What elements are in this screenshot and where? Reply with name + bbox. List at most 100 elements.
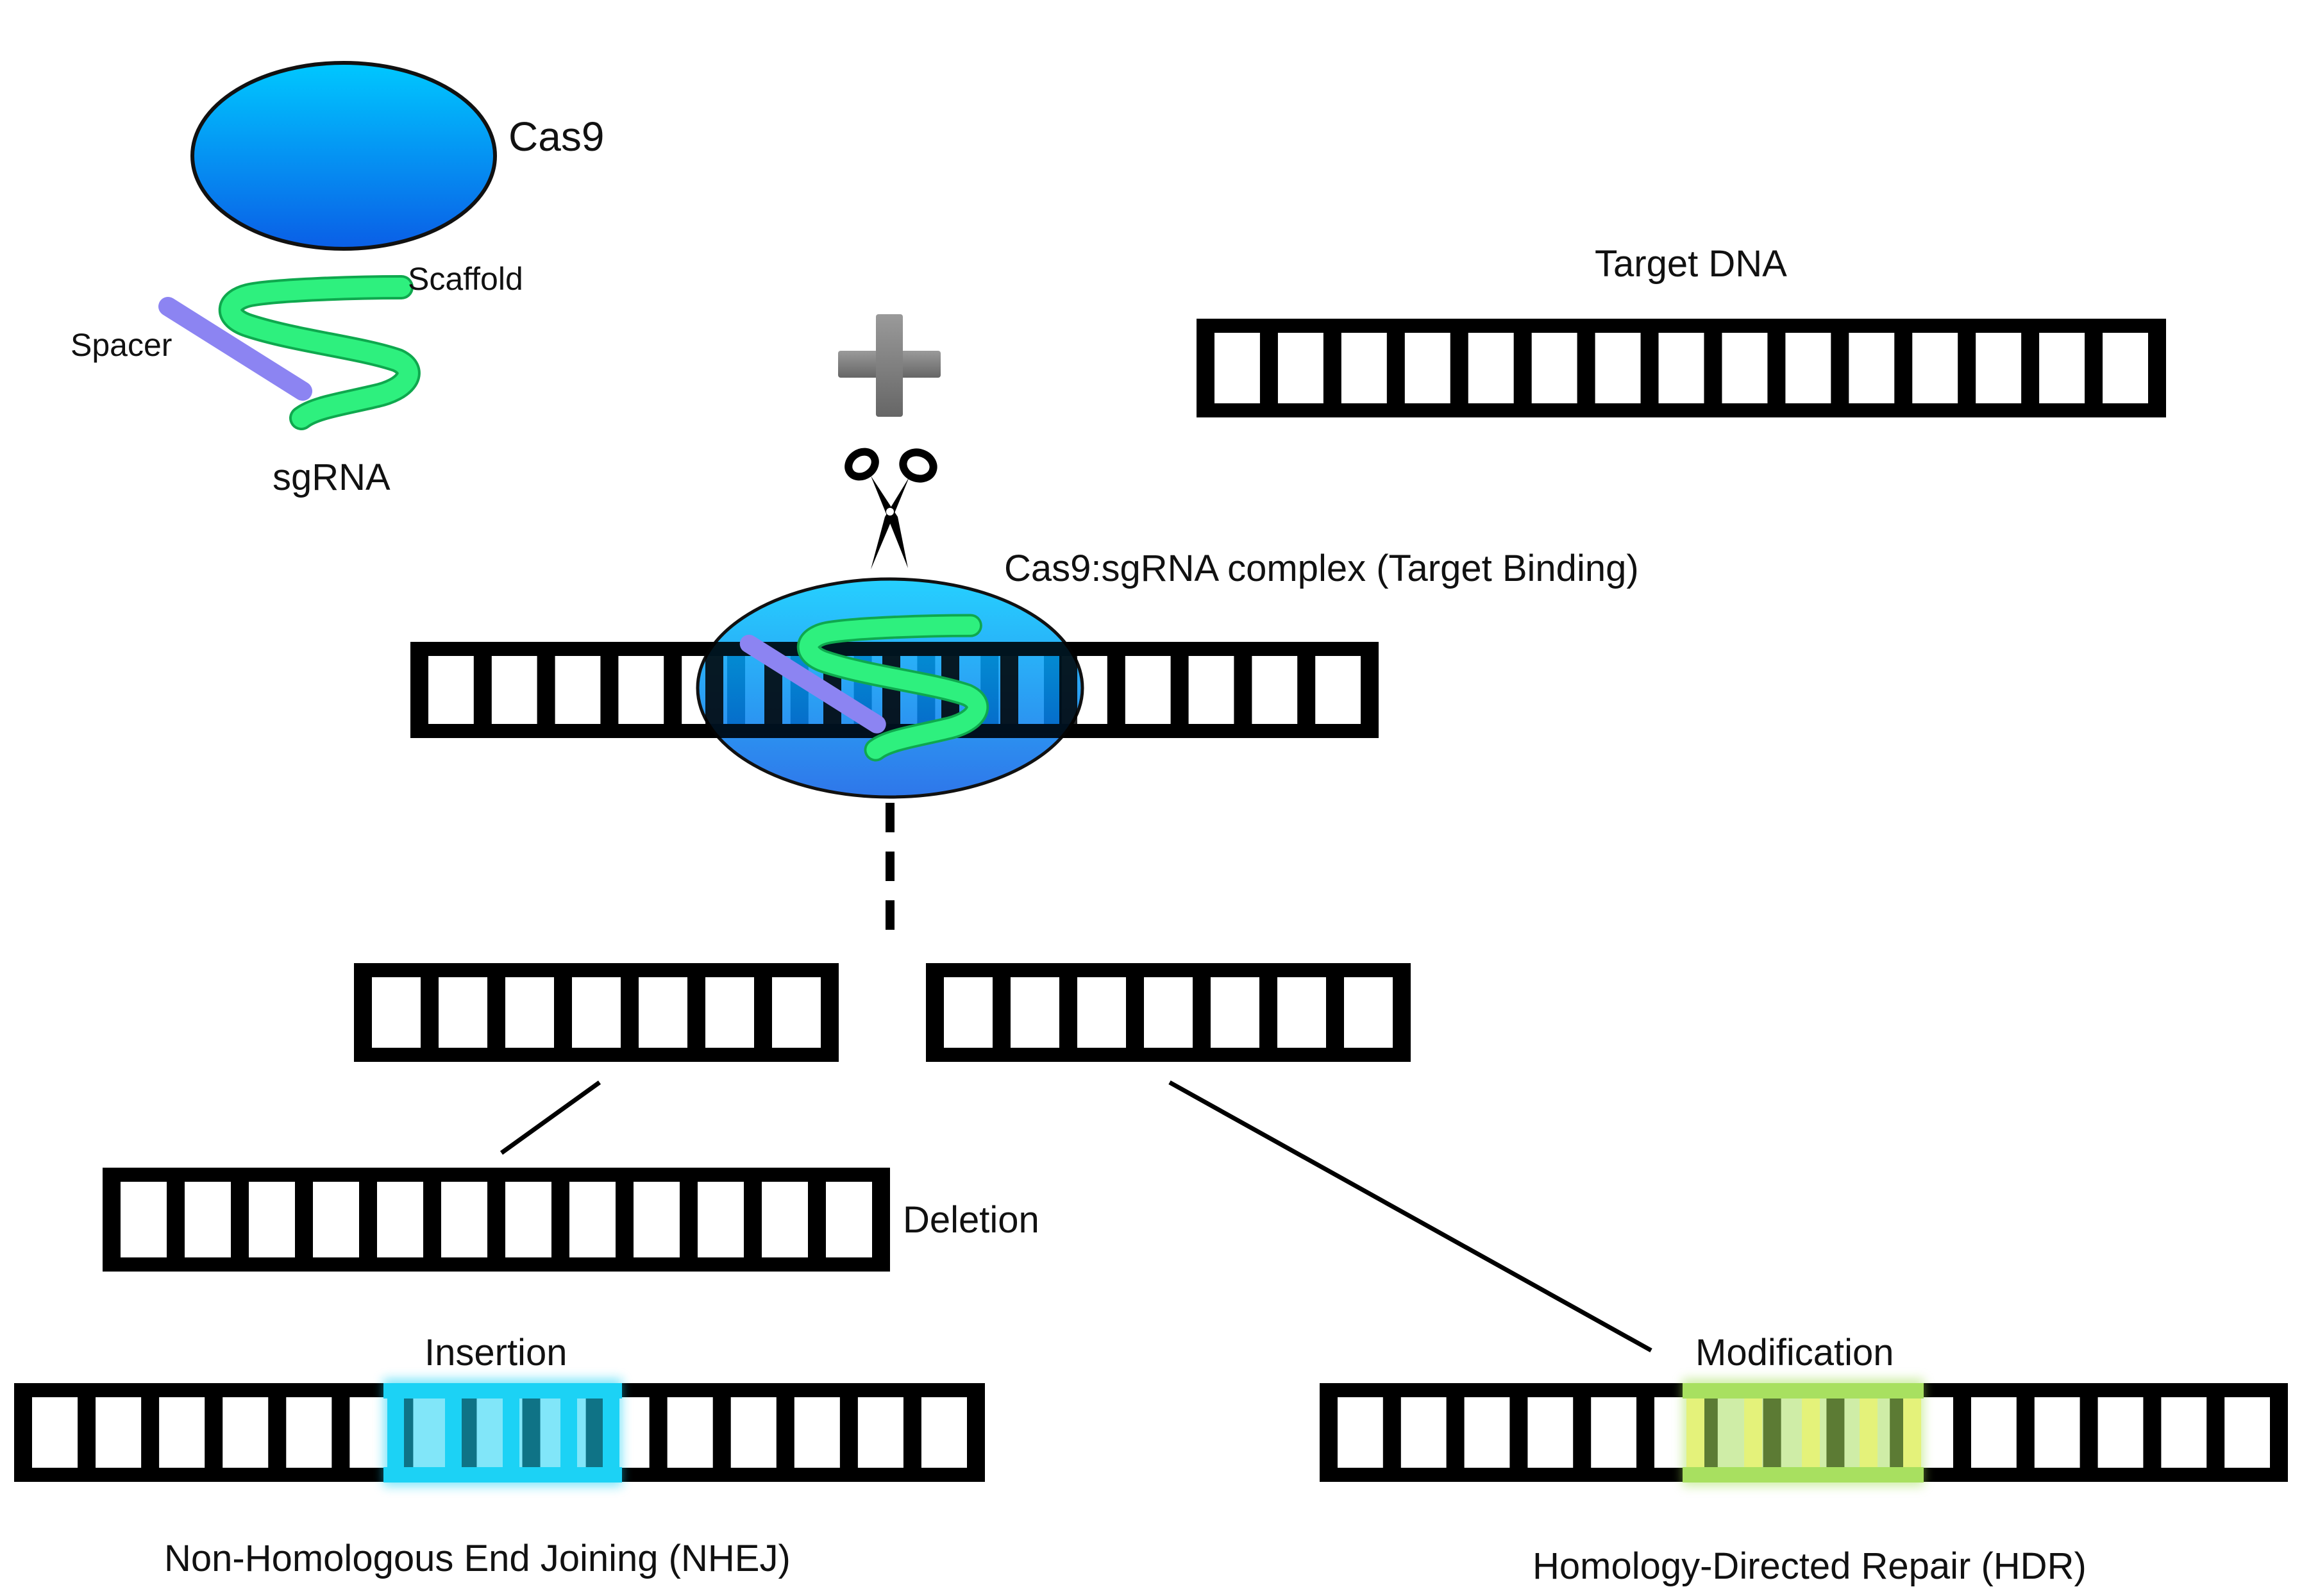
cas9-label: Cas9 [508,113,605,160]
modification-rail-bottom [1683,1467,1924,1483]
modification-rung [1686,1399,1704,1467]
dna-rung [926,970,944,1055]
deletion-label: Deletion [903,1199,1039,1241]
insertion-rail-top [383,1383,622,1399]
dna-rung [1320,1390,1338,1475]
dna-rung [2079,1390,2098,1475]
cas9-protein [190,61,497,251]
dna-rail-bottom [1197,403,2166,417]
scissors-pivot [886,508,894,516]
dna-rung [2143,1390,2162,1475]
dna-rail-bottom [354,1048,839,1062]
dna-rung [754,970,772,1055]
dna-rail-top [1197,319,2166,333]
dna-rung [141,1390,160,1475]
dna-rung [1059,970,1077,1055]
dna-rung [1107,649,1125,731]
sgrna-shape [739,614,989,762]
insertion-rung [560,1399,577,1467]
dna-rung [1259,326,1278,410]
dna-rung [2148,326,2166,410]
modification-rung [1802,1399,1820,1467]
insertion-rung [603,1399,619,1467]
target-dna-strand [1197,319,2166,417]
dna-rung [1767,326,1786,410]
dna-rung [903,1390,921,1475]
dna-rung [1197,326,1214,410]
dna-rung [705,649,723,731]
dna-rail-top [354,963,839,977]
dna-rung [821,970,839,1055]
dna-rung [808,1175,826,1264]
dna-rung [744,1175,762,1264]
dna-rung [1636,1390,1654,1475]
dna-rung [1234,649,1252,731]
dna-rung [410,649,428,731]
sgrna-scaffold [799,616,987,759]
dna-rung [1894,326,1913,410]
sgrna-shape [158,275,421,430]
dna-rung [332,1390,350,1475]
dna-rung [268,1390,287,1475]
dna-rung [1323,326,1341,410]
sgrna-label: sgRNA [273,457,391,498]
modification-segment [1683,1379,1924,1486]
scissors-icon [844,448,937,569]
dna-rung [1382,1390,1401,1475]
scissors-blade-right [871,477,909,569]
dna-rung [231,1175,249,1264]
dna-rung [839,1390,858,1475]
dna-rung [680,1175,698,1264]
dna-rung [1446,1390,1465,1475]
plus-icon [838,314,941,417]
insertion-rung [387,1399,404,1467]
dna-rung [712,1390,731,1475]
dna-rung [1513,326,1532,410]
sgrna-scaffold [221,278,418,428]
dna-rung [1393,970,1411,1055]
target-dna-label: Target DNA [1595,243,1787,285]
dna-rung [649,1390,668,1475]
dna-rung [872,1175,890,1264]
dna-rung [423,1175,441,1264]
dna-rung [1450,326,1468,410]
dna-rung [993,970,1011,1055]
modification-rung [1744,1399,1762,1467]
dna-rung [687,970,705,1055]
dna-rung [1577,326,1595,410]
insertion-rung [503,1399,519,1467]
dna-rung [1831,326,1849,410]
dna-rung [1573,1390,1592,1475]
scissors-handle-left [844,448,879,481]
hdr-label: Homology-Directed Repair (HDR) [1533,1545,2087,1587]
scaffold-label: Scaffold [408,261,523,297]
dna-rung [295,1175,313,1264]
dna-rung [554,970,572,1055]
dna-rung [1059,649,1077,731]
insertion-segment [383,1379,622,1486]
dna-rung [1259,970,1277,1055]
dna-rung [2206,1390,2225,1475]
plus-bar-vertical [876,314,903,417]
sgrna-spacer [739,634,886,734]
connector-line-modification [1168,1080,1652,1353]
dna-rung [473,649,492,731]
dna-rung [1386,326,1405,410]
dna-rung [354,970,372,1055]
diagram-shapes [158,61,1924,1486]
dna-rung [664,649,682,731]
dna-rung [487,1175,505,1264]
dna-rung [1297,649,1316,731]
nhej-label: Non-Homologous End Joining (NHEJ) [164,1538,791,1579]
modification-rung [1903,1399,1921,1467]
modification-label: Modification [1695,1332,1894,1373]
dna-rung [205,1390,223,1475]
deletion-dna-strand [103,1168,890,1272]
dna-rung [2021,326,2040,410]
dna-rung [1126,970,1144,1055]
dna-rail-bottom [926,1048,1411,1062]
complex-label: Cas9:sgRNA complex (Target Binding) [1004,548,1639,589]
dna-rung [1953,1390,1971,1475]
